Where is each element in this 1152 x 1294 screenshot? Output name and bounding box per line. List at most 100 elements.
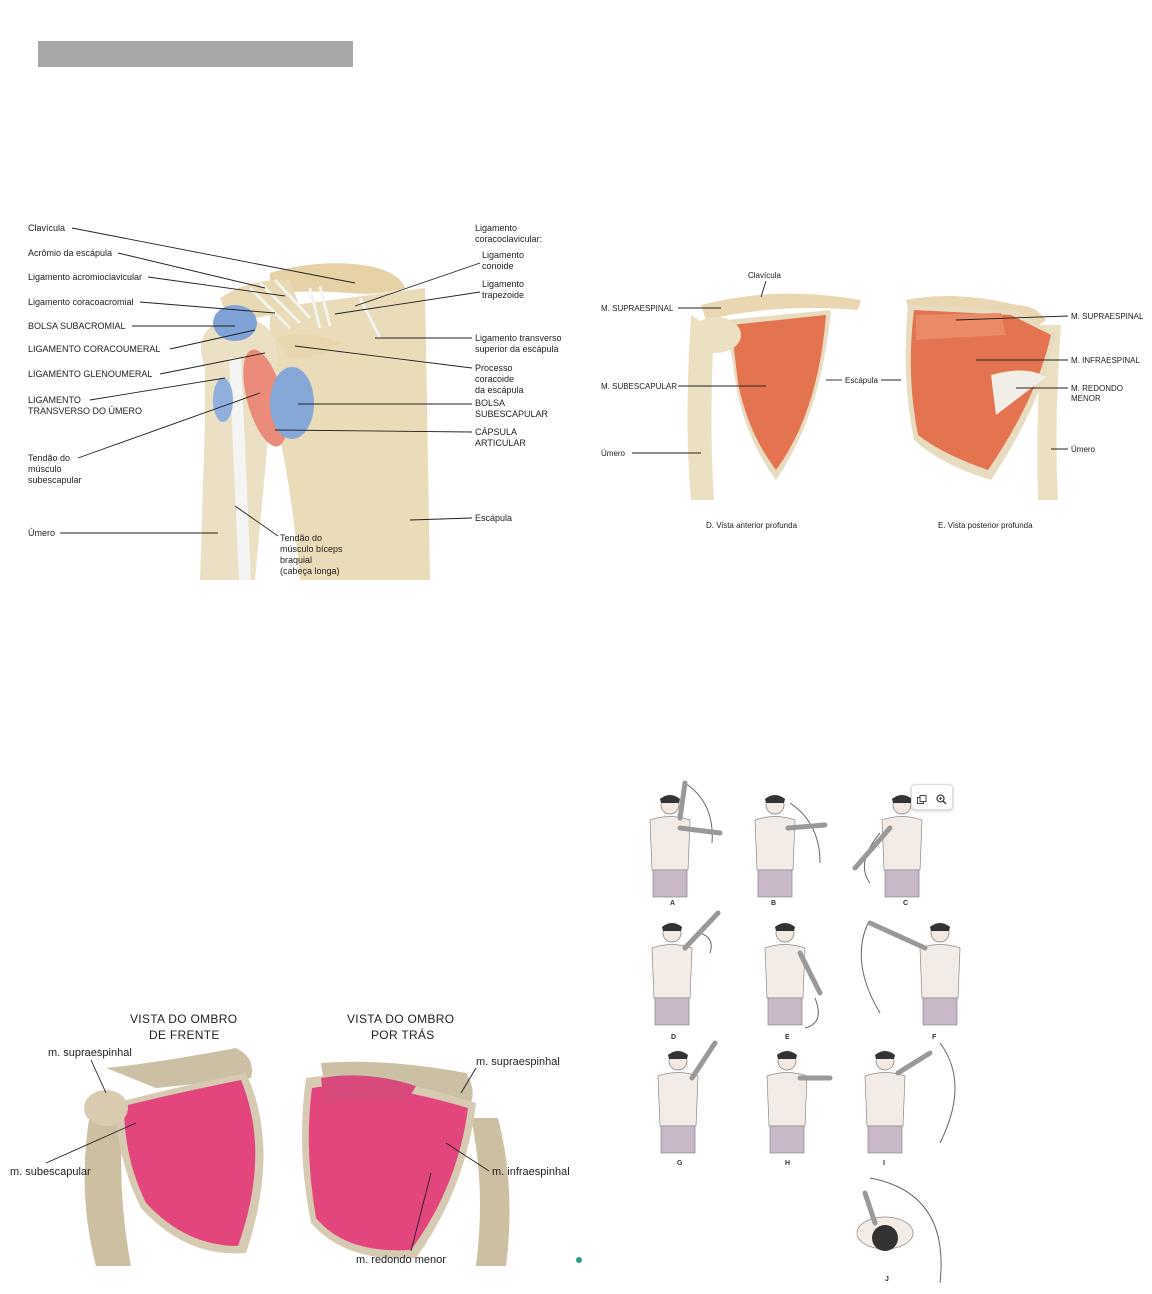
right-labels: Ligamento coracoclavicular: Ligamento co… [475, 223, 562, 523]
label-escapula-2: Escápula [845, 376, 878, 385]
label-supraespinal-d: M. SUPRAESPINAL [601, 304, 674, 313]
label-lig-transverso-sup-2: superior da escápula [475, 344, 559, 354]
scapula-shape [270, 288, 430, 580]
right-leader-lines [234, 262, 481, 537]
label-processo-3: da escápula [475, 385, 524, 395]
label-lig-conoide-1: Ligamento [482, 250, 524, 260]
label-lig-trapezoide-2: trapezoide [482, 290, 524, 300]
label-redondo-menor: m. redondo menor [356, 1254, 446, 1266]
label-lig-conoide-2: conoide [482, 261, 514, 271]
label-tendao-1: Tendão do [28, 453, 70, 463]
heading-front-2: DE FRENTE [149, 1028, 220, 1042]
supraspinatus-muscle [916, 313, 1006, 340]
label-lig-trapezoide-1: Ligamento [482, 279, 524, 289]
fig3-labels: m. supraespinhal m. subescapular m. supr… [10, 1047, 570, 1266]
label-lig-coracoumeral: LIGAMENTO CORACOUMERAL [28, 344, 160, 354]
image-toolbar [911, 784, 953, 810]
bottom-labels: Tendão do músculo bíceps braquial (cabeç… [280, 533, 343, 576]
subscapularis-muscle [731, 315, 826, 470]
rotator-cuff-deep-figure: Clavícula M. SUPRAESPINAL M. SUBESCAPULA… [601, 271, 1144, 530]
label-subescapular-pink: m. subescapular [10, 1166, 91, 1178]
label-lig-acromioclavicular: Ligamento acromioclavicular [28, 272, 142, 282]
letter-i: I [883, 1160, 885, 1167]
clavicle-shape [270, 263, 405, 294]
letter-f: F [932, 1034, 937, 1041]
shoulder-movements-figure: A B C D E F G H I J [649, 780, 961, 1284]
shoulder-ligaments-figure: Clavícula Acrômio da escápula Ligamento … [28, 223, 562, 581]
clavicle-anterior [701, 293, 861, 320]
movement-letters: A B C D E F G H I J [670, 900, 937, 1283]
logo-mark [576, 1257, 582, 1263]
label-lig-glenoumeral: LIGAMENTO GLENOUMERAL [28, 369, 152, 379]
infraspinatus-muscle [910, 310, 1051, 470]
label-redondo-1: M. REDONDO [1071, 384, 1123, 393]
coracoid-shape [275, 334, 340, 358]
fig2-labels: Clavícula M. SUPRAESPINAL M. SUBESCAPULA… [601, 271, 1144, 530]
subscapularis-pink [124, 1080, 256, 1246]
ligament-fibers [248, 278, 382, 339]
letter-d: D [671, 1034, 676, 1041]
label-escapula: Escápula [475, 513, 512, 523]
left-leader-lines [60, 227, 356, 534]
label-clavicula: Clavícula [28, 223, 65, 233]
label-biceps-1: Tendão do [280, 533, 322, 543]
label-supraespinhal-front: m. supraespinhal [48, 1047, 132, 1059]
copy-icon[interactable] [916, 792, 927, 804]
infraspinatus-pink [308, 1085, 468, 1251]
label-umero-d: Úmero [601, 449, 626, 458]
label-bolsa-subesc-2: SUBESCAPULAR [475, 409, 549, 419]
fig3-leader-lines [45, 1059, 490, 1252]
heading-back-2: POR TRÁS [371, 1027, 435, 1042]
label-supraespinal-e: M. SUPRAESPINAL [1071, 312, 1144, 321]
label-capsula-1: CÁPSULA [475, 427, 517, 437]
label-lig-transverso-2: TRANSVERSO DO ÚMERO [28, 406, 142, 416]
biceps-tendon-shape [229, 357, 251, 581]
label-processo-2: coracoide [475, 374, 514, 384]
caption-e: E. Vista posterior profunda [938, 521, 1033, 530]
fig2-leader-lines [632, 280, 1069, 454]
zoom-icon[interactable] [936, 792, 947, 805]
label-processo-1: Processo [475, 363, 513, 373]
subacromial-bursa [213, 305, 257, 341]
label-tendao-2: músculo [28, 464, 62, 474]
label-lig-coracoclav-1: Ligamento [475, 223, 517, 233]
label-biceps-3: braquial [280, 555, 312, 565]
letter-g: G [677, 1160, 683, 1167]
label-bolsa-subesc-1: BOLSA [475, 398, 505, 408]
label-umero: Úmero [28, 528, 55, 538]
label-acromio: Acrômio da escápula [28, 248, 112, 258]
movement-arcs [684, 782, 956, 1284]
heading-back-1: VISTA DO OMBRO [347, 1012, 454, 1026]
letter-a: A [670, 900, 675, 907]
label-subescapular-d: M. SUBESCAPULAR [601, 382, 677, 391]
label-redondo-2: MENOR [1071, 394, 1101, 403]
label-lig-coracoclav-2: coracoclavicular: [475, 234, 542, 244]
rotator-cuff-pink-figure: VISTA DO OMBRO DE FRENTE VISTA DO OMBRO … [10, 1012, 582, 1266]
label-biceps-2: músculo bíceps [280, 544, 343, 554]
label-lig-coracoacromial: Ligamento coracoacromial [28, 297, 134, 307]
letter-c: C [903, 900, 908, 907]
letter-h: H [785, 1160, 790, 1167]
fig3-headings: VISTA DO OMBRO DE FRENTE VISTA DO OMBRO … [130, 1012, 454, 1042]
title-bar [38, 41, 353, 67]
label-capsula-2: ARTICULAR [475, 438, 526, 448]
label-clavicula-2: Clavícula [748, 271, 781, 280]
supraspinatus-pink [321, 1075, 416, 1103]
label-lig-transverso-1: LIGAMENTO [28, 395, 81, 405]
humerus-anterior [687, 315, 714, 500]
letter-e: E [785, 1034, 790, 1041]
label-bolsa-subacromial: BOLSA SUBACROMIAL [28, 321, 126, 331]
caption-d: D. Vista anterior profunda [706, 521, 798, 530]
heading-front-1: VISTA DO OMBRO [130, 1012, 237, 1026]
subscapular-bursa [270, 367, 314, 439]
left-labels: Clavícula Acrômio da escápula Ligamento … [28, 223, 160, 538]
label-infraespinal-e: M. INFRAESPINAL [1071, 356, 1140, 365]
label-infraespinhal: m. infraespinhal [492, 1166, 570, 1178]
label-umero-e: Úmero [1071, 445, 1096, 454]
letter-b: B [771, 900, 776, 907]
label-supraespinhal-back: m. supraespinhal [476, 1056, 560, 1068]
letter-j: J [885, 1276, 889, 1283]
label-biceps-4: (cabeça longa) [280, 566, 340, 576]
label-lig-transverso-sup-1: Ligamento transverso [475, 333, 562, 343]
arms [677, 780, 933, 1226]
